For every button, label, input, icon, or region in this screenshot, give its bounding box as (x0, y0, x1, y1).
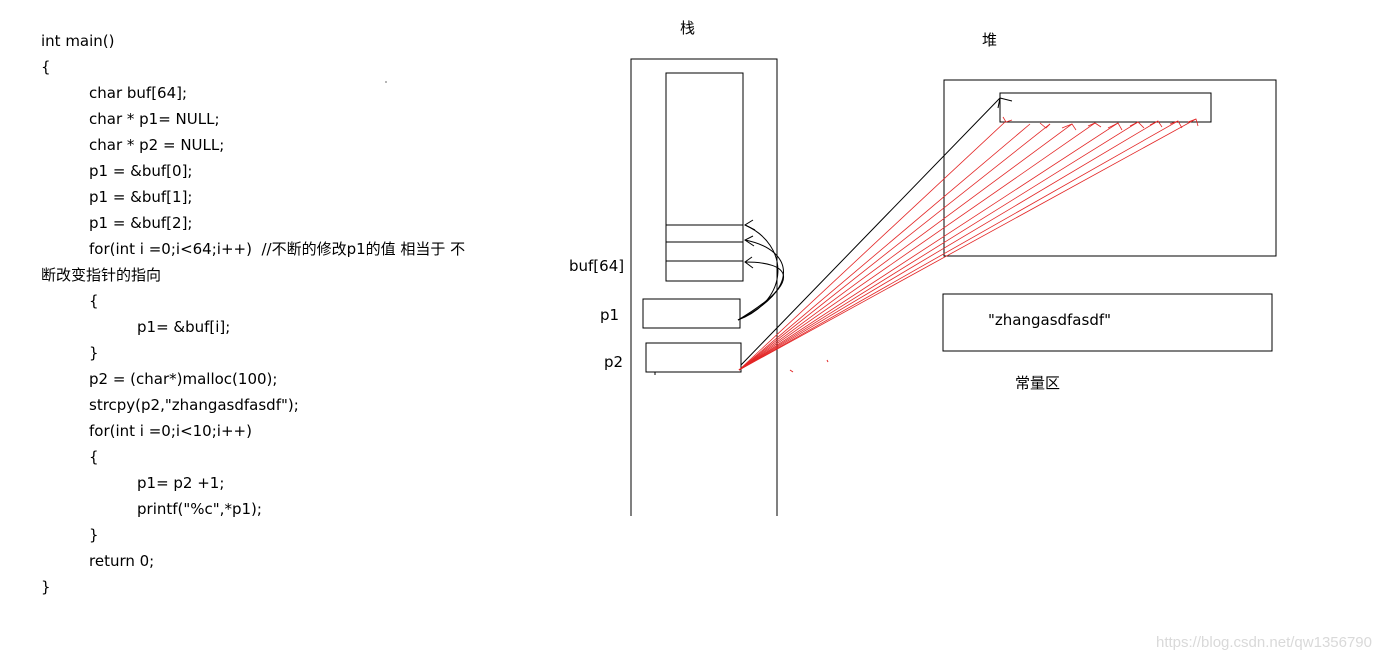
red-arrow (738, 120, 1159, 371)
arrowhead (743, 219, 756, 231)
red-arrow (738, 118, 1197, 371)
p2-label: p2 (604, 353, 624, 371)
red-arrow (738, 123, 1051, 371)
code-line: for(int i =0;i<64;i++) //不断的修改p1的值 相当于 不 (89, 240, 466, 258)
red-arrow (738, 122, 1096, 371)
code-line: char buf[64]; (89, 84, 188, 102)
p1-pointer-arrow (737, 239, 784, 321)
arrowhead (744, 235, 755, 247)
p1-box (642, 298, 741, 329)
red-arrow (738, 123, 1073, 371)
p1-pointer-arrow (737, 261, 784, 321)
constant-area-label: 常量区 (1015, 374, 1061, 392)
code-line: p1= p2 +1; (137, 474, 225, 492)
p1-offset-arrows (738, 116, 1199, 371)
code-line: int main() (41, 32, 115, 50)
p1-pointer-arrow (737, 224, 779, 321)
buf-array-box (665, 72, 744, 282)
code-line: } (89, 526, 99, 544)
code-line: } (41, 578, 51, 596)
heap-buffer-box (999, 92, 1212, 123)
code-line: p1 = &buf[1]; (89, 188, 193, 206)
code-line: strcpy(p2,"zhangasdfasdf"); (89, 396, 299, 414)
code-line: char * p2 = NULL; (89, 136, 225, 154)
heap-title: 堆 (982, 31, 998, 49)
code-line: } (89, 344, 99, 362)
red-arrow (738, 120, 1179, 371)
arrowhead (744, 256, 754, 269)
code-line: p1 = &buf[0]; (89, 162, 193, 180)
p1-label: p1 (600, 306, 620, 324)
p2-pointer-arrow (740, 97, 1001, 366)
code-line: char * p1= NULL; (89, 110, 220, 128)
code-line: { (89, 448, 99, 466)
code-line: p1= &buf[i]; (137, 318, 231, 336)
red-arrow (738, 122, 1119, 371)
buf-label: buf[64] (569, 257, 625, 275)
heap-region (943, 79, 1277, 257)
constant-string: "zhangasdfasdf" (988, 311, 1112, 329)
code-line: p1 = &buf[2]; (89, 214, 193, 232)
stack-title: 栈 (680, 19, 696, 37)
red-arrow (738, 121, 1006, 371)
code-line: { (89, 292, 99, 310)
red-arrow (738, 123, 1031, 371)
red-arrow (738, 121, 1139, 371)
p2-box (645, 342, 742, 373)
code-line: return 0; (89, 552, 155, 570)
code-line: printf("%c",*p1); (137, 500, 262, 518)
code-line: { (41, 58, 51, 76)
constant-area-box (942, 293, 1273, 352)
arrowhead (997, 97, 1013, 109)
code-line: p2 = (char*)malloc(100); (89, 370, 278, 388)
watermark: https://blog.csdn.net/qw1356790 (1156, 634, 1372, 651)
code-line: 断改变指针的指向 (41, 266, 162, 284)
code-line: for(int i =0;i<10;i++) (89, 422, 252, 440)
stack-region (630, 58, 778, 516)
